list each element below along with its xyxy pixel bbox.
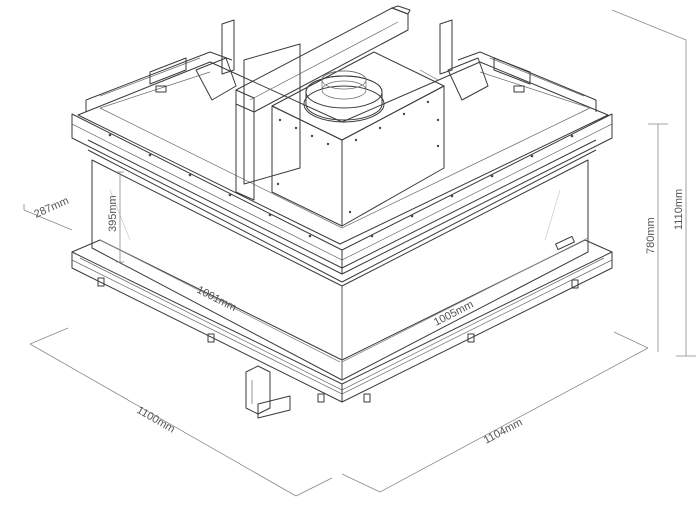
- dim-base-width-right: 1104mm: [482, 416, 525, 446]
- dim-front-width-left: 1001mm: [195, 284, 239, 314]
- glass-panels: [91, 159, 589, 381]
- dim-glass-height: 395mm: [107, 195, 119, 232]
- right-bracket: [439, 19, 531, 101]
- dimension-labels: 287mm 395mm 1001mm 1005mm 1100mm 1104mm …: [32, 189, 685, 447]
- dim-total-height: 1110mm: [673, 189, 685, 230]
- top-frame: [71, 51, 613, 283]
- handle-frame: [235, 5, 411, 201]
- dim-inner-height: 780mm: [645, 217, 657, 254]
- rim-rivets: [108, 133, 574, 238]
- glass-left-panel: [91, 159, 343, 381]
- lower-bracket: [245, 365, 291, 419]
- dimension-lines: [23, 9, 696, 497]
- dim-depth-left: 287mm: [32, 195, 70, 221]
- dim-base-width-left: 1100mm: [135, 404, 177, 435]
- left-bracket: [149, 19, 237, 101]
- flue-box: [243, 43, 445, 227]
- glass-right-panel: [341, 159, 589, 381]
